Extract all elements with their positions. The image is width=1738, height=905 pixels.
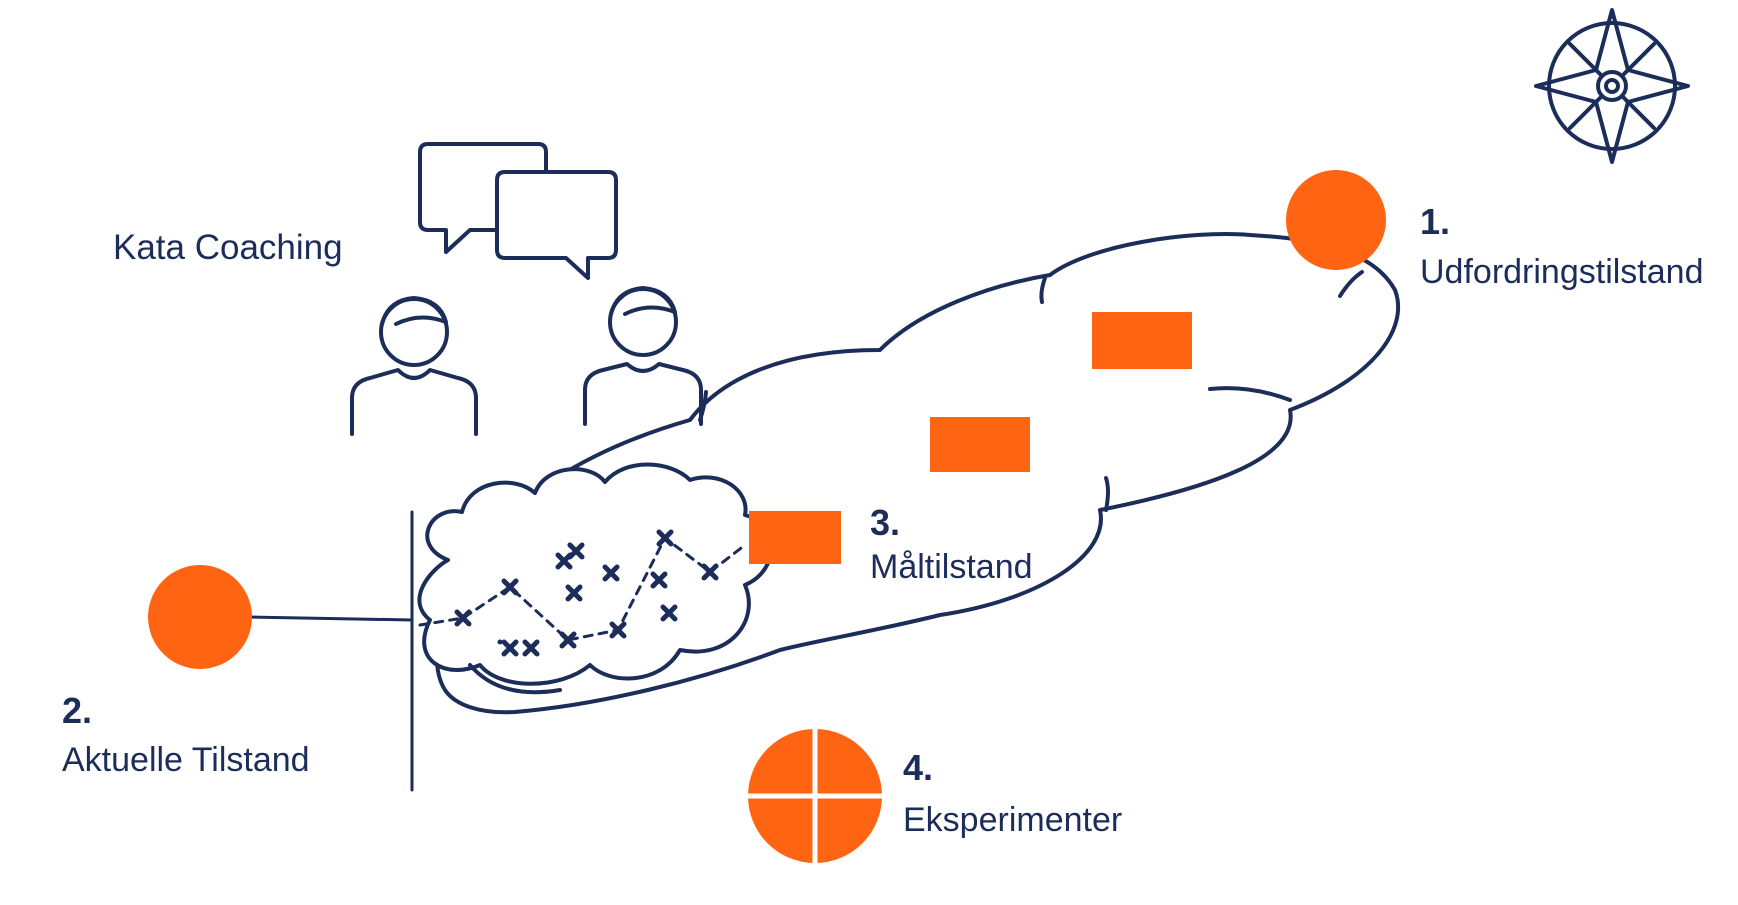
coach-person-icon bbox=[350, 296, 478, 436]
target-step-2 bbox=[930, 417, 1030, 472]
current-state-boundary bbox=[248, 510, 414, 792]
current-state-marker bbox=[148, 565, 252, 669]
orange-markers bbox=[148, 170, 1386, 669]
step-2-label: Aktuelle Tilstand bbox=[62, 741, 310, 779]
challenge-marker bbox=[1286, 170, 1386, 270]
speech-bubbles-icon bbox=[418, 142, 618, 280]
experiment-cloud bbox=[417, 462, 774, 695]
pie-chart-icon bbox=[745, 726, 885, 866]
step-1-label: Udfordringstilstand bbox=[1420, 253, 1704, 291]
step-4-label: Eksperimenter bbox=[903, 801, 1123, 839]
step-2-number: 2. bbox=[62, 690, 93, 731]
target-path-cloud bbox=[435, 232, 1401, 715]
learner-person-icon bbox=[583, 286, 703, 426]
target-step-3 bbox=[1092, 312, 1192, 369]
step-3-number: 3. bbox=[870, 502, 901, 543]
target-step-1 bbox=[749, 511, 841, 564]
compass-icon bbox=[1534, 8, 1690, 164]
step-4-number: 4. bbox=[903, 747, 934, 788]
page-title: Kata Coaching bbox=[113, 228, 343, 267]
experiment-marks bbox=[454, 529, 719, 657]
step-1-number: 1. bbox=[1420, 201, 1451, 242]
step-3-label: Måltilstand bbox=[870, 548, 1033, 586]
